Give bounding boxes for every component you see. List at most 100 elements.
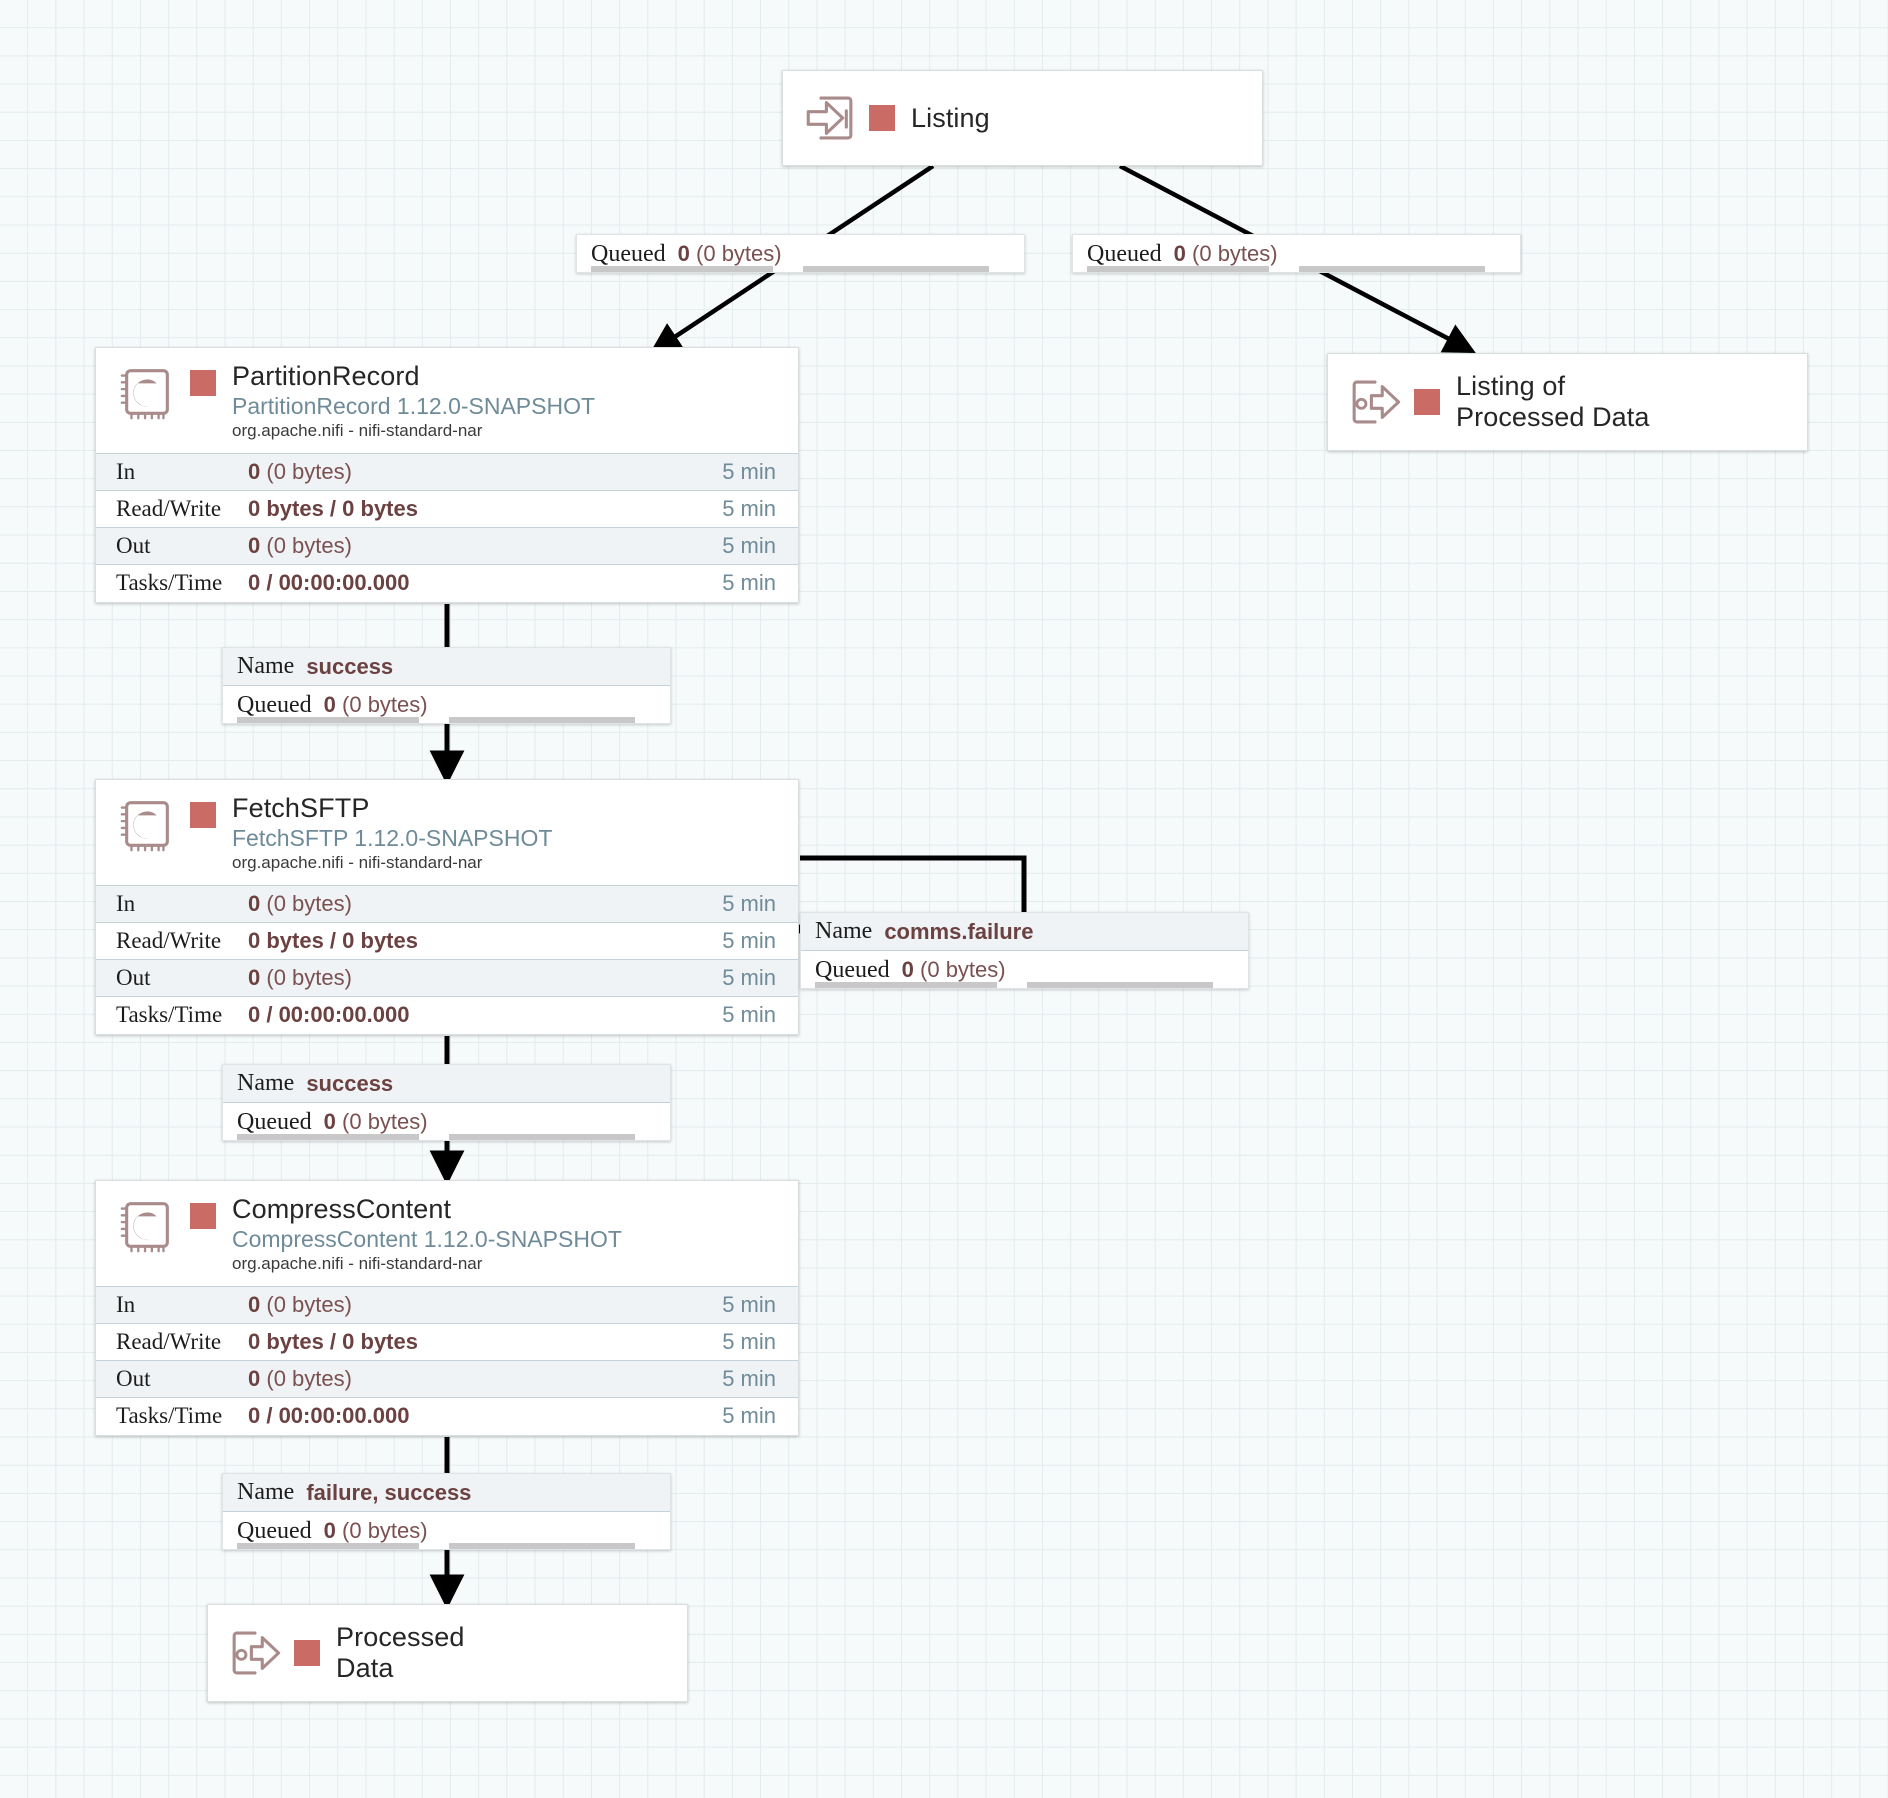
- stat-time-range: 5 min: [722, 964, 776, 990]
- connection-fetchsftp-success[interactable]: Name success Queued 0 (0 bytes): [222, 1064, 671, 1141]
- stat-row-read-write: Read/Write 0 bytes / 0 bytes 5 min: [96, 489, 798, 527]
- connection-queued-row: Queued 0 (0 bytes): [223, 1512, 670, 1549]
- port-label: Processed Data: [336, 1622, 465, 1683]
- connection-fetchsftp-comms-failure[interactable]: Name comms.failure Queued 0 (0 bytes): [800, 912, 1249, 989]
- stat-value: 0 / 00:00:00.000: [248, 1402, 410, 1428]
- connection-name-row: Name comms.failure: [801, 913, 1248, 951]
- node-processor-fetchsftp[interactable]: FetchSFTP FetchSFTP 1.12.0-SNAPSHOT org.…: [95, 779, 799, 1035]
- stat-row-read-write: Read/Write 0 bytes / 0 bytes 5 min: [96, 921, 798, 959]
- connection-listing-to-partitionrecord[interactable]: Queued 0 (0 bytes): [576, 234, 1025, 273]
- queued-value: 0 (0 bytes): [323, 692, 428, 717]
- connection-listing-to-listing-of-processed-data[interactable]: Queued 0 (0 bytes): [1072, 234, 1521, 273]
- queued-value: 0 (0 bytes): [323, 1518, 428, 1543]
- stat-row-read-write: Read/Write 0 bytes / 0 bytes 5 min: [96, 1322, 798, 1360]
- queued-label: Queued: [815, 956, 890, 983]
- connection-compresscontent-to-processed-data[interactable]: Name failure, success Queued 0 (0 bytes): [222, 1473, 671, 1550]
- queued-label: Queued: [1087, 240, 1162, 267]
- queued-label: Queued: [237, 1517, 312, 1544]
- processor-icon: [120, 801, 169, 852]
- processor-header: FetchSFTP FetchSFTP 1.12.0-SNAPSHOT org.…: [96, 780, 798, 885]
- run-status-indicator: [1414, 389, 1440, 415]
- output-port-icon: [1352, 380, 1401, 424]
- stat-label: Read/Write: [116, 1328, 222, 1354]
- node-processor-compresscontent[interactable]: CompressContent CompressContent 1.12.0-S…: [95, 1180, 799, 1436]
- port-label: Listing of Processed Data: [1456, 371, 1650, 432]
- stat-value: 0 bytes / 0 bytes: [248, 927, 418, 953]
- stat-label: Tasks/Time: [116, 1001, 223, 1027]
- queue-progress-bars: [801, 981, 1248, 988]
- connection-queued-row: Queued 0 (0 bytes): [1073, 235, 1520, 272]
- connection-name-row: Name failure, success: [223, 1474, 670, 1512]
- stat-time-range: 5 min: [722, 1365, 776, 1391]
- queue-progress-bars: [223, 716, 670, 723]
- stat-time-range: 5 min: [722, 1402, 776, 1428]
- processor-bundle: org.apache.nifi - nifi-standard-nar: [232, 853, 483, 873]
- queue-progress-bars: [577, 265, 1024, 272]
- processor-name: CompressContent: [232, 1194, 452, 1224]
- edge-fetchsftp-comms-failure[interactable]: [800, 855, 1027, 916]
- queued-value: 0 (0 bytes): [1173, 241, 1278, 266]
- stat-row-tasks-time: Tasks/Time 0 / 00:00:00.000 5 min: [96, 563, 798, 601]
- stat-row-in: In 0 (0 bytes) 5 min: [96, 884, 798, 922]
- connection-partitionrecord-success[interactable]: Name success Queued 0 (0 bytes): [222, 647, 671, 724]
- stat-label: In: [116, 1291, 136, 1317]
- stat-time-range: 5 min: [722, 532, 776, 558]
- node-processed-data-output-port[interactable]: Processed Data: [207, 1604, 688, 1702]
- stat-row-in: In 0 (0 bytes) 5 min: [96, 452, 798, 490]
- node-processor-partitionrecord[interactable]: PartitionRecord PartitionRecord 1.12.0-S…: [95, 347, 799, 603]
- name-label: Name: [237, 1070, 295, 1096]
- run-status-indicator: [190, 802, 216, 828]
- queue-progress-bars: [223, 1542, 670, 1549]
- stat-value: 0 (0 bytes): [248, 532, 352, 558]
- stat-time-range: 5 min: [722, 1328, 776, 1354]
- stat-time-range: 5 min: [722, 890, 776, 916]
- input-port-icon: [806, 96, 853, 140]
- stat-time-range: 5 min: [722, 927, 776, 953]
- relationship-name: failure, success: [306, 1479, 472, 1505]
- name-label: Name: [237, 653, 295, 679]
- processor-type: CompressContent 1.12.0-SNAPSHOT: [232, 1225, 622, 1252]
- stat-row-tasks-time: Tasks/Time 0 / 00:00:00.000 5 min: [96, 995, 798, 1033]
- stat-value: 0 / 00:00:00.000: [248, 569, 410, 595]
- stat-value: 0 bytes / 0 bytes: [248, 495, 418, 521]
- node-listing-of-processed-data-output-port[interactable]: Listing of Processed Data: [1327, 353, 1808, 451]
- stat-label: Out: [116, 532, 151, 558]
- stat-label: Read/Write: [116, 495, 222, 521]
- stat-row-out: Out 0 (0 bytes) 5 min: [96, 526, 798, 564]
- relationship-name: comms.failure: [884, 918, 1034, 944]
- stat-time-range: 5 min: [722, 1001, 776, 1027]
- processor-icon: [120, 369, 169, 420]
- stat-label: In: [116, 458, 136, 484]
- stat-row-tasks-time: Tasks/Time 0 / 00:00:00.000 5 min: [96, 1396, 798, 1434]
- processor-type: FetchSFTP 1.12.0-SNAPSHOT: [232, 824, 553, 851]
- queued-value: 0 (0 bytes): [677, 241, 782, 266]
- stat-label: Out: [116, 1365, 151, 1391]
- stat-time-range: 5 min: [722, 569, 776, 595]
- queued-value: 0 (0 bytes): [901, 957, 1006, 982]
- stat-value: 0 (0 bytes): [248, 458, 352, 484]
- processor-icon: [120, 1202, 169, 1253]
- connection-queued-row: Queued 0 (0 bytes): [223, 686, 670, 723]
- stat-row-in: In 0 (0 bytes) 5 min: [96, 1285, 798, 1323]
- stat-label: Read/Write: [116, 927, 222, 953]
- processor-header: PartitionRecord PartitionRecord 1.12.0-S…: [96, 348, 798, 453]
- stat-row-out: Out 0 (0 bytes) 5 min: [96, 958, 798, 996]
- node-listing-input-port[interactable]: Listing: [782, 70, 1263, 166]
- stat-time-range: 5 min: [722, 1291, 776, 1317]
- processor-bundle: org.apache.nifi - nifi-standard-nar: [232, 421, 483, 441]
- connection-queued-row: Queued 0 (0 bytes): [801, 951, 1248, 988]
- processor-type: PartitionRecord 1.12.0-SNAPSHOT: [232, 392, 596, 419]
- stat-time-range: 5 min: [722, 458, 776, 484]
- queued-value: 0 (0 bytes): [323, 1109, 428, 1134]
- queued-label: Queued: [591, 240, 666, 267]
- name-label: Name: [815, 918, 873, 944]
- connection-queued-row: Queued 0 (0 bytes): [577, 235, 1024, 272]
- queue-progress-bars: [223, 1133, 670, 1140]
- queued-label: Queued: [237, 691, 312, 718]
- processor-bundle: org.apache.nifi - nifi-standard-nar: [232, 1254, 483, 1274]
- connection-name-row: Name success: [223, 648, 670, 686]
- connection-name-row: Name success: [223, 1065, 670, 1103]
- stat-label: Tasks/Time: [116, 569, 223, 595]
- processor-header: CompressContent CompressContent 1.12.0-S…: [96, 1181, 798, 1286]
